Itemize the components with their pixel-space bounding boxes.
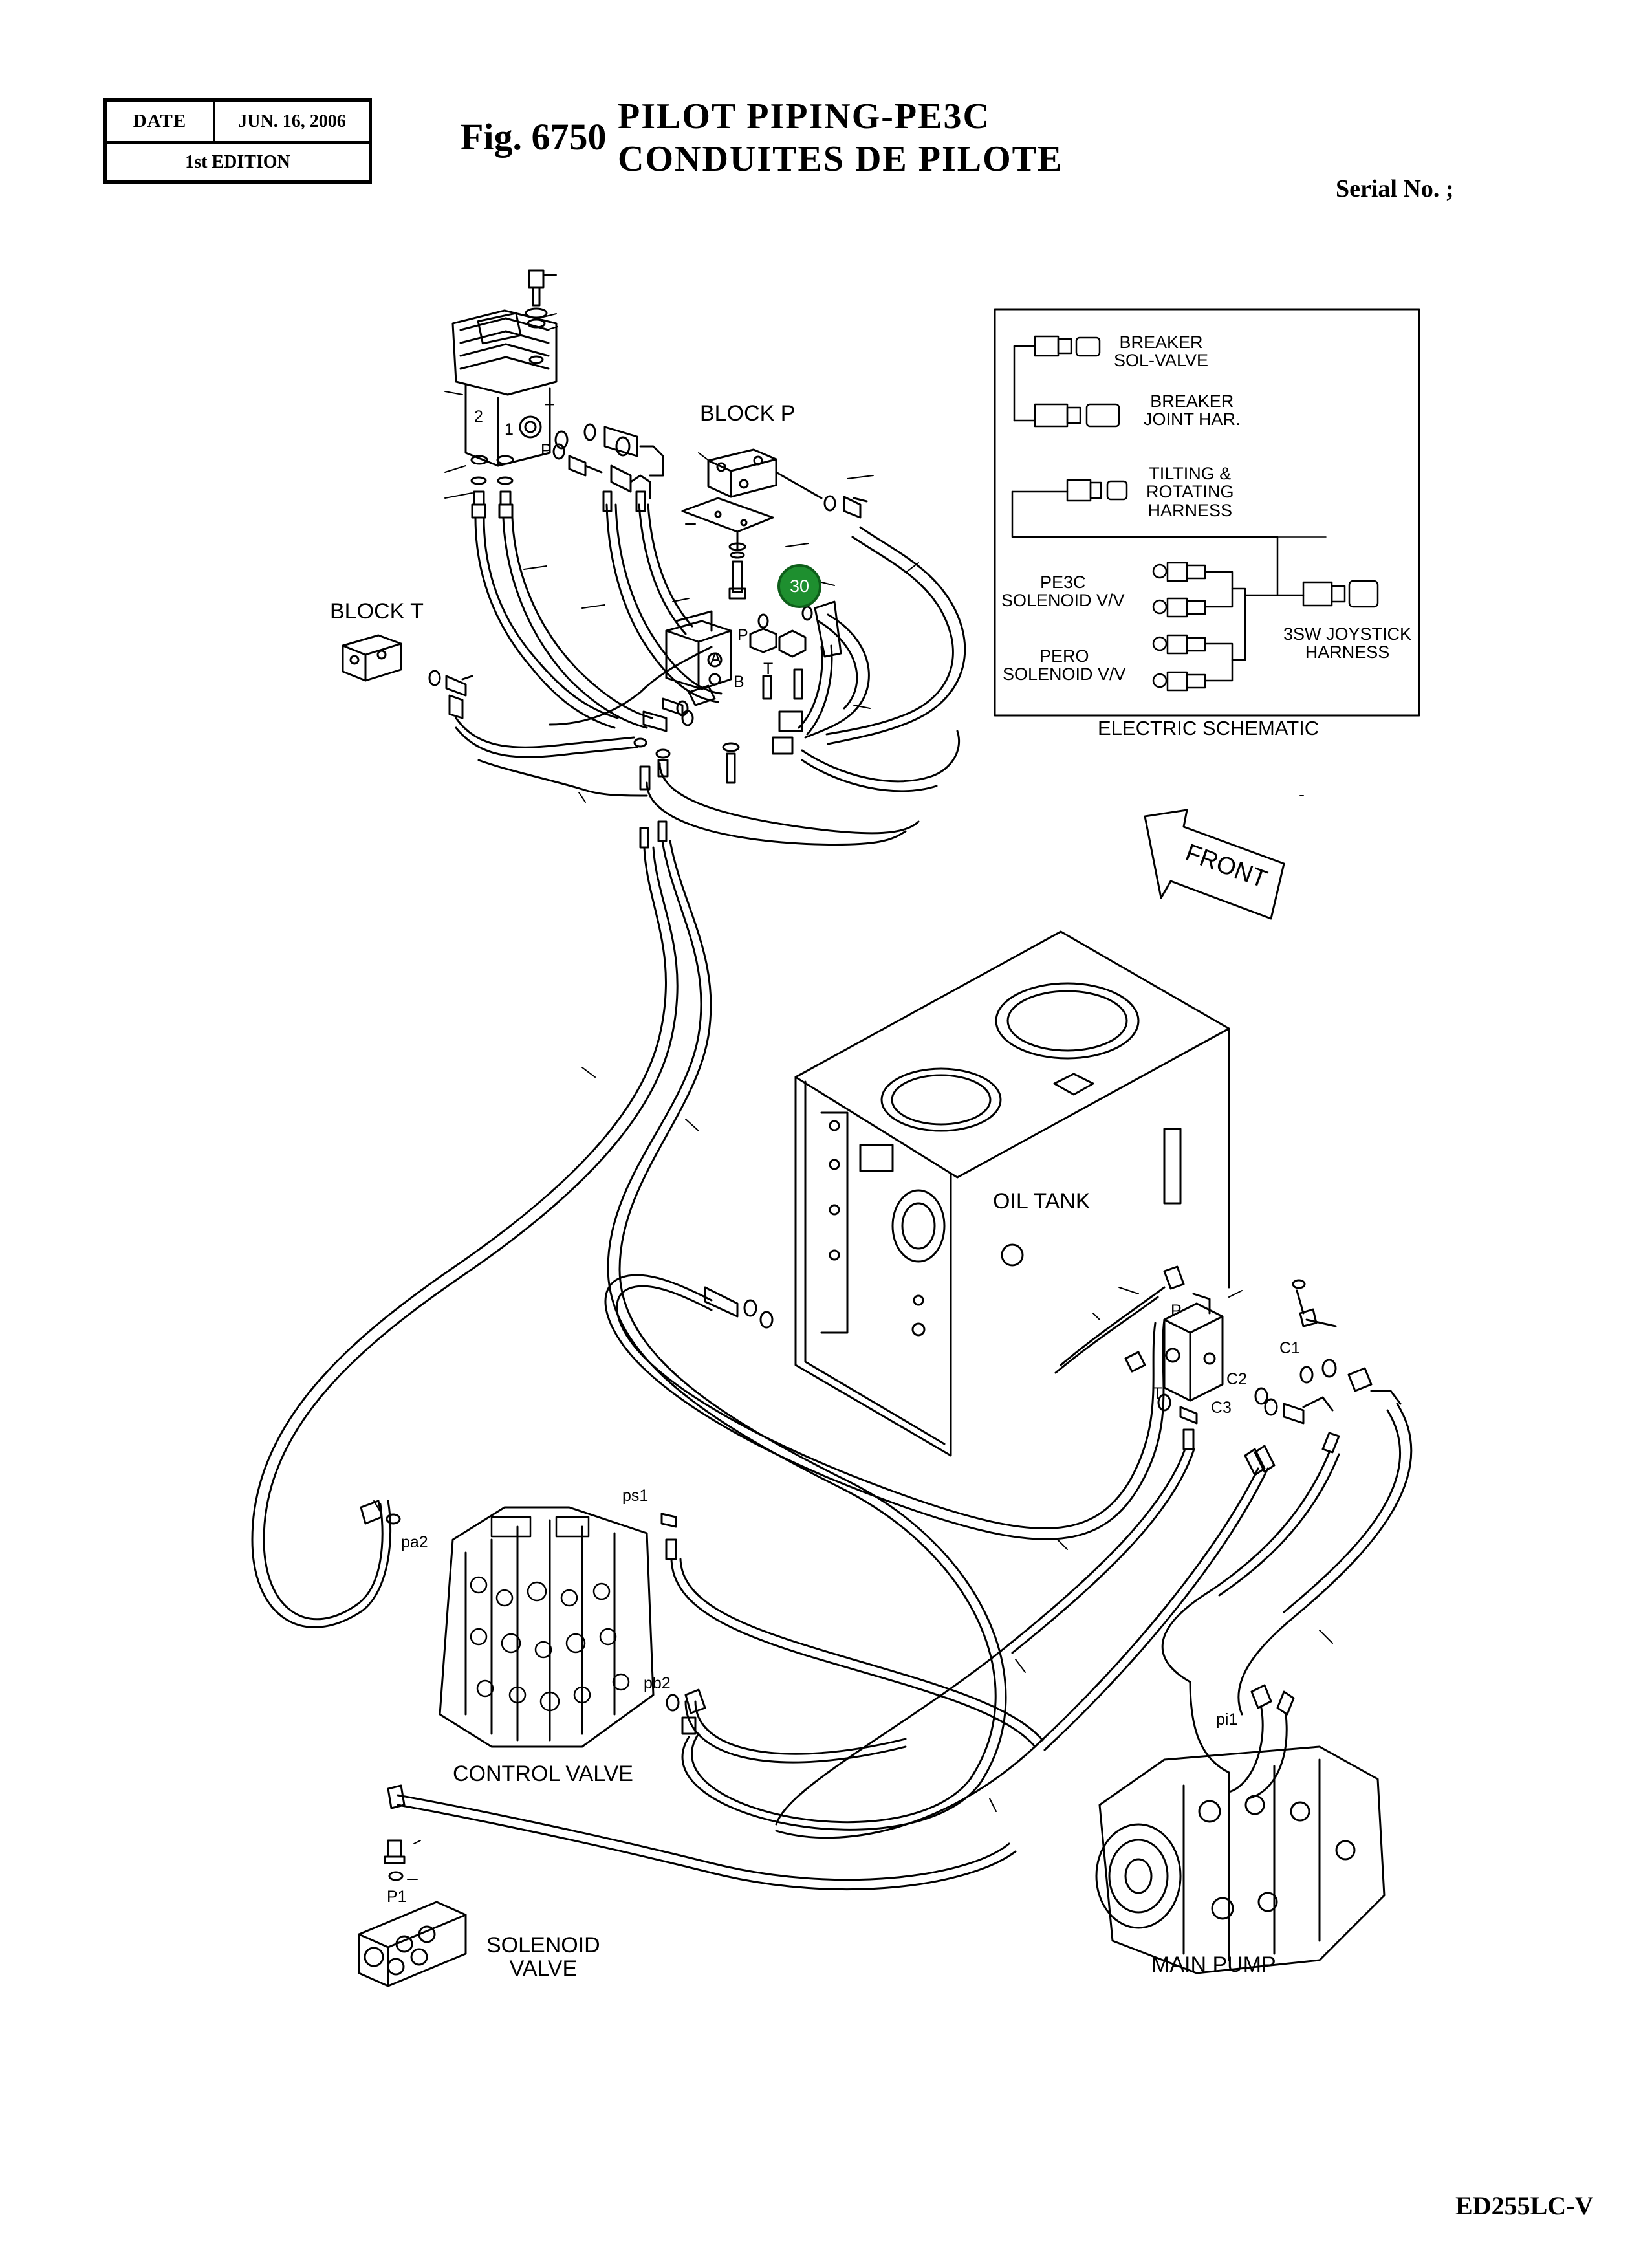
main-pump — [1095, 1681, 1386, 1974]
port-c2-label: C2 — [1226, 1370, 1247, 1388]
solenoid-valve-label-line1: SOLENOID — [486, 1933, 600, 1958]
serial-number-label: Serial No. ; — [1336, 175, 1454, 202]
port-p-small-label: P — [1171, 1302, 1182, 1320]
oil-tank-label: OIL TANK — [993, 1189, 1091, 1214]
pero-solenoid-line1: PERO — [1039, 646, 1089, 666]
port-t-block-label: T — [763, 660, 774, 678]
page-title: PILOT PIPING-PE3C — [618, 96, 990, 137]
date-row: DATE JUN. 16, 2006 — [107, 102, 369, 144]
page-title-french: CONDUITES DE PILOTE — [618, 139, 1063, 179]
breaker-sol-valve-line1: BREAKER — [1119, 333, 1203, 352]
port-pa2-label: pa2 — [401, 1533, 428, 1551]
date-box: DATE JUN. 16, 2006 1st EDITION — [103, 98, 372, 184]
main-pump-label: MAIN PUMP — [1151, 1952, 1276, 1977]
breaker-sol-valve-label: BREAKER SOL-VALVE — [1114, 333, 1208, 370]
pe3c-solenoid-line2: SOLENOID V/V — [1001, 591, 1125, 611]
model-number: ED255LC-V — [1455, 2191, 1594, 2220]
port-a-label: A — [710, 650, 721, 668]
port-2-label: 2 — [474, 408, 483, 426]
block-p — [681, 448, 868, 600]
joystick-harness-line1: 3SW JOYSTICK — [1283, 624, 1412, 644]
tilting-rotating-line1: TILTING & — [1149, 464, 1232, 483]
figure-number: Fig. 6750 — [461, 116, 607, 158]
joystick-harness-label: 3SW JOYSTICK HARNESS — [1283, 625, 1411, 662]
date-label: DATE — [107, 102, 215, 141]
pilot-valve — [451, 269, 558, 467]
port-p1-label: P1 — [387, 1888, 407, 1906]
solenoid-valve-label-line2: VALVE — [509, 1956, 578, 1981]
electric-schematic-diagram — [994, 308, 1420, 717]
callout-30: 30 — [777, 564, 821, 608]
port-p-label: P — [541, 441, 552, 459]
pe3c-solenoid-label: PE3C SOLENOID V/V — [1001, 573, 1125, 610]
port-ps1-label: ps1 — [622, 1487, 649, 1505]
solenoid-valve-label: SOLENOID VALVE — [486, 1934, 600, 1980]
block-p-label: BLOCK P — [700, 401, 796, 426]
breaker-joint-har-line1: BREAKER — [1150, 391, 1234, 411]
breaker-joint-har-label: BREAKER JOINT HAR. — [1144, 392, 1241, 429]
port-1-label: 1 — [505, 421, 514, 439]
port-pi1-label: pi1 — [1216, 1710, 1238, 1729]
port-t-small-label: T — [1153, 1384, 1163, 1403]
joystick-harness-line2: HARNESS — [1305, 642, 1390, 662]
breaker-joint-har-line2: JOINT HAR. — [1144, 410, 1241, 430]
solenoid-valve — [358, 1784, 1017, 1987]
port-p-block-label: P — [737, 626, 748, 644]
edition-label: 1st EDITION — [185, 151, 290, 172]
block-t — [342, 634, 638, 758]
port-b-label: B — [734, 673, 744, 691]
pe3c-solenoid-block — [665, 606, 813, 784]
tilting-rotating-line3: HARNESS — [1147, 500, 1233, 520]
control-valve-label: CONTROL VALVE — [453, 1762, 633, 1786]
control-valve — [360, 1500, 706, 1748]
block-t-label: BLOCK T — [330, 599, 424, 624]
pe3c-solenoid-line1: PE3C — [1040, 573, 1086, 592]
front-arrow-icon — [1144, 809, 1285, 920]
breaker-sol-valve-line2: SOL-VALVE — [1114, 351, 1209, 371]
port-t-label: T — [545, 401, 555, 419]
pero-solenoid-line2: SOLENOID V/V — [1003, 664, 1126, 684]
date-value: JUN. 16, 2006 — [238, 111, 346, 131]
port-c3-label: C3 — [1211, 1399, 1232, 1417]
tilting-rotating-harness-label: TILTING & ROTATING HARNESS — [1146, 464, 1234, 519]
port-c1-label: C1 — [1279, 1339, 1300, 1357]
pero-solenoid-label: PERO SOLENOID V/V — [1003, 647, 1126, 684]
electric-schematic-title: ELECTRIC SCHEMATIC — [1098, 717, 1320, 739]
tilting-rotating-line2: ROTATING — [1146, 482, 1234, 502]
oil-tank — [794, 930, 1230, 1457]
port-pb2-label: pb2 — [644, 1674, 671, 1692]
